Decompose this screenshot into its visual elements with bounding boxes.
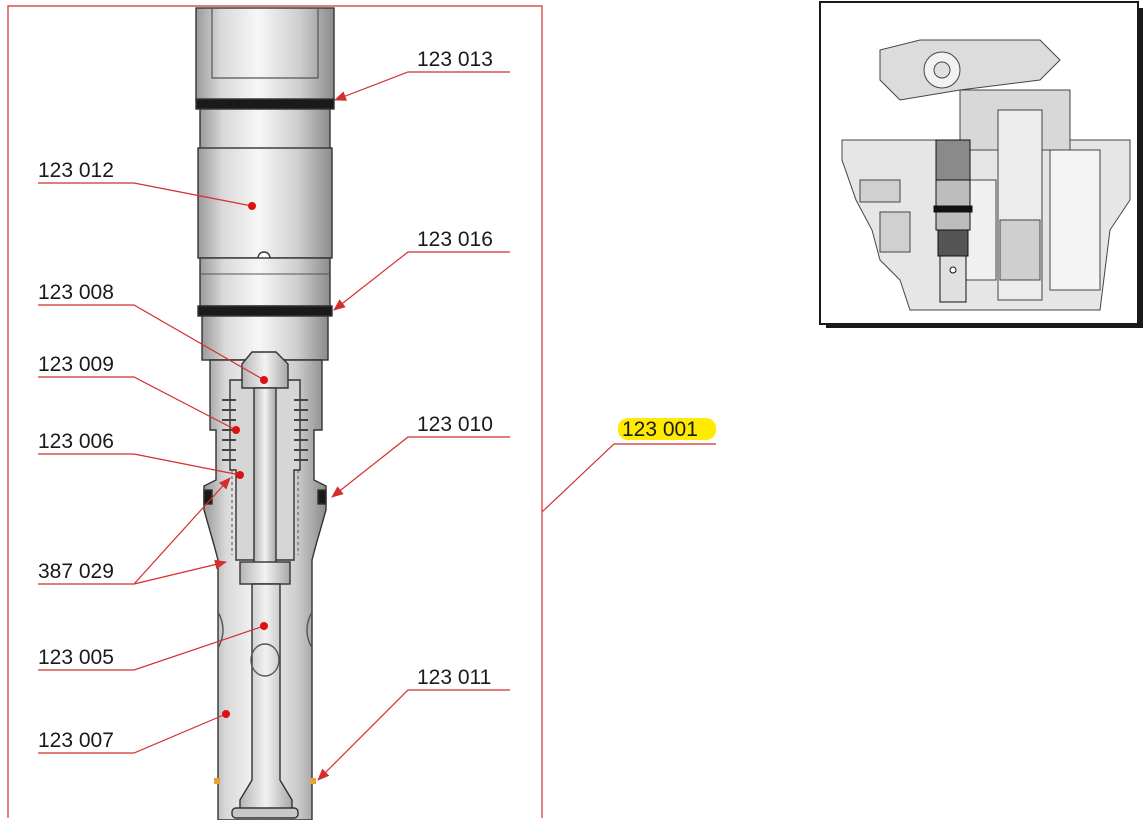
leader-c5 — [38, 376, 237, 431]
marker-c2 — [248, 202, 256, 210]
assembly-label: 123 001 — [622, 418, 698, 441]
leader-c3 — [333, 251, 510, 311]
label-c1: 123 013 — [417, 48, 493, 71]
leader-c2 — [38, 182, 253, 207]
o-ring-side-right — [317, 489, 327, 505]
marker-c5 — [232, 426, 240, 434]
label-c2: 123 012 — [38, 159, 114, 182]
bottom-ring-right — [310, 778, 316, 784]
top-cap — [195, 7, 335, 101]
leader-c9 — [38, 625, 265, 671]
inset-highlighted-valve — [933, 139, 973, 303]
marker-c9 — [260, 622, 268, 630]
assembly-frame — [7, 5, 543, 818]
main-body — [199, 108, 331, 150]
label-c7: 123 010 — [417, 413, 493, 436]
marker-c6 — [236, 471, 244, 479]
o-ring-top — [195, 98, 335, 110]
callout-labels: 123 013 123 012 123 016 123 008 123 009 … — [38, 48, 698, 752]
leader-assembly — [541, 443, 716, 513]
leader-lines — [38, 71, 716, 781]
marker-c11 — [222, 710, 230, 718]
leader-c10 — [317, 689, 510, 781]
main-body-lower — [197, 147, 333, 259]
leader-c7 — [331, 436, 510, 498]
stem-nut — [241, 351, 289, 389]
label-c3: 123 016 — [417, 228, 493, 251]
leader-c6 — [38, 453, 241, 476]
spring-coils — [222, 399, 308, 461]
leader-c1 — [334, 71, 510, 101]
label-c6: 123 006 — [38, 430, 114, 453]
leader-c11 — [38, 713, 227, 754]
assembly-label-highlight — [618, 418, 716, 440]
inset-cross-section — [819, 1, 1143, 328]
leader-c8b — [133, 559, 227, 585]
label-c5: 123 009 — [38, 353, 114, 376]
label-c10: 123 011 — [417, 666, 491, 689]
marker-c4 — [260, 376, 268, 384]
leader-c4 — [38, 304, 265, 381]
label-c4: 123 008 — [38, 281, 114, 304]
o-ring-middle — [197, 305, 333, 317]
label-c9: 123 005 — [38, 646, 114, 669]
valve-stem — [253, 387, 277, 569]
part-markers — [222, 202, 268, 718]
label-c8: 387 029 — [38, 560, 114, 583]
valve-assembly-drawing — [195, 7, 335, 820]
label-c11: 123 007 — [38, 729, 114, 752]
bottom-ring-left — [214, 778, 220, 784]
